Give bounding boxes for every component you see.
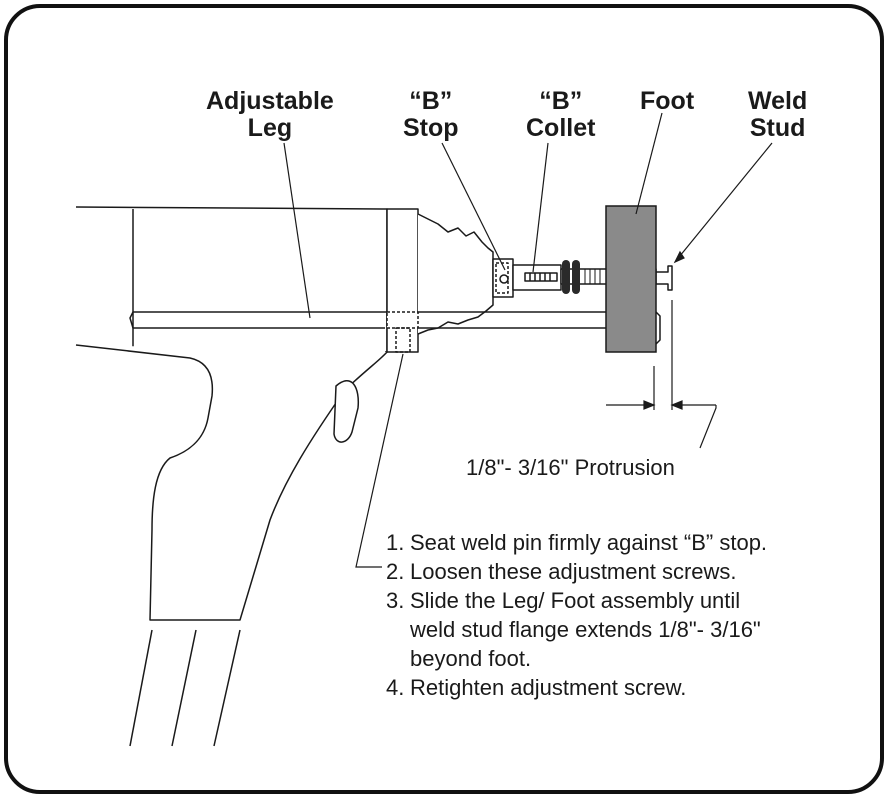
adjustment-screw xyxy=(395,327,411,353)
leader-adjustable-leg xyxy=(283,142,311,319)
gun-body xyxy=(75,206,388,353)
callout-foot: Foot xyxy=(640,87,695,115)
leader-weld-stud xyxy=(674,142,773,263)
step-2: 2. Loosen these adjustment screws. xyxy=(386,559,737,584)
b-collet xyxy=(512,264,562,291)
weld-stud-shape xyxy=(655,265,673,291)
step-4: 4. Retighten adjustment screw. xyxy=(386,675,687,700)
protrusion-label: 1/8"- 3/16" Protrusion xyxy=(466,455,675,480)
adjustable-leg xyxy=(129,311,606,329)
callout-b-stop: “B” Stop xyxy=(403,87,459,142)
diagram-frame xyxy=(4,4,884,794)
leader-foot xyxy=(635,112,663,215)
bellows xyxy=(417,213,494,335)
leader-b-collet xyxy=(532,142,549,273)
callout-adjustable-leg: Adjustable Leg xyxy=(206,87,334,142)
callout-weld-stud: Weld Stud xyxy=(748,87,808,142)
foot-shape xyxy=(605,205,657,353)
step-3: 3. Slide the Leg/ Foot assembly until we… xyxy=(386,588,761,671)
step-1: 1. Seat weld pin firmly against “B” stop… xyxy=(386,530,768,555)
front-block xyxy=(386,208,419,353)
leader-b-stop xyxy=(441,142,506,271)
leader-adjustment-screw xyxy=(355,353,404,568)
o-ring-1 xyxy=(562,260,570,294)
instruction-steps: 1. Seat weld pin firmly against “B” stop… xyxy=(386,528,767,702)
o-ring-2 xyxy=(572,260,580,294)
callout-b-collet: “B” Collet xyxy=(526,87,596,142)
